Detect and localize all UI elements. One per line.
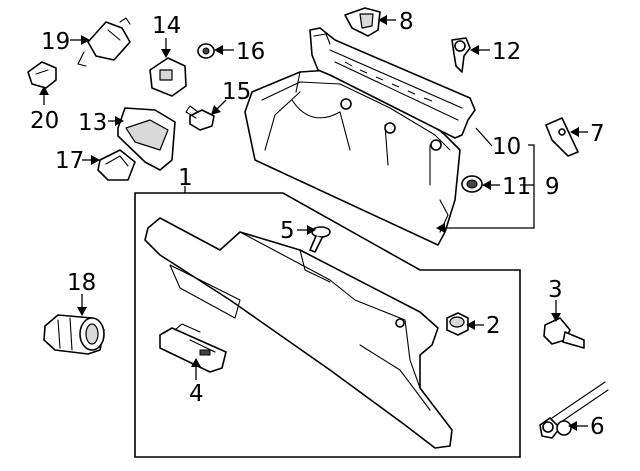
part-8-bracket [344,7,381,37]
callout-19: 19 [41,29,70,55]
part-2-bumper [446,312,469,336]
callout-5: 5 [280,218,295,244]
part-13-lamp-housing [117,107,176,171]
callout-15: 15 [222,79,251,105]
callout-14: 14 [152,13,181,39]
callout-12: 12 [492,39,521,65]
callout-11: 11 [502,174,531,200]
callout-3: 3 [548,277,563,303]
callout-17: 17 [55,148,84,174]
callout-16: 16 [236,39,265,65]
callout-10: 10 [492,134,521,160]
part-18-lock-cylinder [43,314,105,355]
part-rail [309,27,476,139]
callout-18: 18 [67,270,96,296]
part-11-grommet [461,175,483,193]
callout-1: 1 [178,165,193,191]
callout-4: 4 [189,381,204,407]
callout-6: 6 [590,414,605,440]
part-17-lens [97,149,136,181]
callout-2: 2 [486,313,501,339]
leader-lines [39,15,588,431]
callout-13: 13 [78,110,107,136]
part-14-switch [149,57,187,97]
part-16-nut [197,43,215,59]
part-glovebox-bin [144,217,453,449]
part-20-clip [27,61,57,89]
callout-9: 9 [545,174,560,200]
callout-20: 20 [30,108,59,134]
part-4-latch [159,323,227,373]
assembly-outline [134,192,521,458]
part-19-connector [77,17,131,67]
part-12-fastener [451,37,471,73]
part-7-clip [545,117,579,157]
part-6-strut [539,381,609,439]
part-15-screw [185,105,215,131]
part-3-pin [543,317,585,349]
callout-8: 8 [399,9,414,35]
callout-7: 7 [590,121,605,147]
